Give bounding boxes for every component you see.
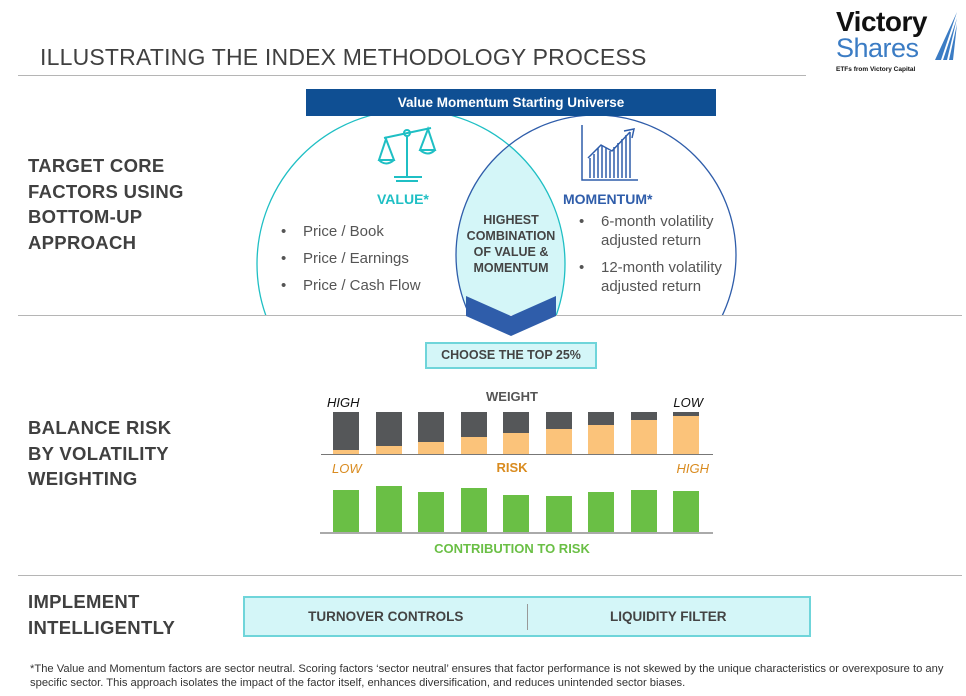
risk-bar [418,441,444,454]
section-line: BALANCE RISK [28,417,172,438]
section-divider [18,315,466,316]
section-divider [556,315,962,316]
logo-rays-icon [935,12,957,60]
liquidity-filter: LIQUIDITY FILTER [610,609,727,624]
section-implement: IMPLEMENT INTELLIGENTLY [28,589,175,640]
section-line: WEIGHTING [28,468,138,489]
section-line: INTELLIGENTLY [28,616,176,638]
contribution-bar [418,492,444,532]
overlap-line: OF VALUE & [473,245,549,259]
page-title: ILLUSTRATING THE INDEX METHODOLOGY PROCE… [40,44,647,70]
choose-top-box: CHOOSE THE TOP 25% [425,342,597,369]
implement-box: TURNOVER CONTROLS LIQUIDITY FILTER [243,596,811,637]
scale-icon [377,126,437,182]
overlap-text: HIGHEST COMBINATION OF VALUE & MOMENTUM [461,212,561,276]
contribution-bar [460,487,487,532]
section-line: APPROACH [28,231,137,253]
weight-high-label: HIGH [327,395,360,410]
risk-bar [545,429,572,454]
volatility-weighting-chart: HIGH WEIGHT LOW LOW RISK HIGH CONTRIBUTI… [311,383,713,563]
risk-bar [333,450,359,454]
chevron-down-icon [466,296,556,336]
weight-bar [630,412,657,454]
risk-bar [375,446,402,454]
risk-low-label: LOW [332,461,362,476]
weight-bar [673,412,699,454]
section-line: BY VOLATILITY [28,442,169,464]
logo-line1: Victory [836,6,927,37]
section-divider [18,575,962,576]
section-balance-risk: BALANCE RISK BY VOLATILITY WEIGHTING [28,415,171,492]
contribution-bar [673,491,699,532]
weight-bar [418,412,444,454]
title-divider [18,75,806,76]
risk-label: RISK [496,460,528,475]
overlap-line: COMBINATION [466,229,556,243]
value-label: VALUE* [377,191,429,207]
momentum-label: MOMENTUM* [563,191,653,207]
section-line: TARGET CORE [28,155,165,176]
risk-bar [460,437,487,454]
contribution-bar [545,496,572,532]
overlap-lens [456,115,565,315]
weight-low-label: LOW [673,395,703,410]
contribution-bar [588,492,614,532]
risk-bar [503,433,529,454]
risk-bar [630,420,657,454]
overlap-line: MOMENTUM [473,261,549,275]
momentum-item: 12-month volatility adjusted return [577,258,737,296]
growth-chart-icon [581,125,638,181]
weight-bar [333,412,359,454]
logo-line2: Shares [836,33,919,63]
value-item: Price / Book [279,218,421,245]
section-target-core: TARGET CORE FACTORS USING BOTTOM-UP APPROAC… [28,153,184,255]
contribution-bar [503,494,529,532]
value-item: Price / Earnings [279,245,421,272]
contribution-axis [320,532,713,534]
section-line: FACTORS USING [28,180,184,202]
value-list: Price / Book Price / Earnings Price / Ca… [279,218,421,299]
risk-bar [588,424,614,454]
venn-diagram [256,109,737,336]
momentum-list: 6-month volatility adjusted return 12-mo… [577,212,737,296]
implement-divider [526,603,528,630]
footnote: *The Value and Momentum factors are sect… [30,663,944,689]
turnover-controls: TURNOVER CONTROLS [308,609,464,624]
contribution-bar [630,490,657,532]
value-item: Price / Cash Flow [279,272,421,299]
weight-label: WEIGHT [486,389,538,404]
section-line: BOTTOM-UP [28,206,143,227]
logo-tagline: ETFs from Victory Capital [836,66,916,73]
section-line: IMPLEMENT [28,591,140,612]
contribution-bar [333,490,359,532]
risk-bar [673,416,699,454]
weight-bar [460,412,487,454]
momentum-item: 6-month volatility adjusted return [577,212,737,250]
overlap-line: HIGHEST [483,213,539,227]
weight-bar [545,412,572,454]
contribution-label: CONTRIBUTION TO RISK [434,541,590,556]
contribution-bar [375,486,402,532]
risk-high-label: HIGH [676,461,710,476]
starting-universe-banner: Value Momentum Starting Universe [306,89,716,116]
weight-bar [375,412,402,454]
weight-bar [503,412,529,454]
logo: Victory Shares ETFs from Victory Capital [836,6,957,73]
weight-axis [321,454,713,455]
weight-bar [588,412,614,454]
